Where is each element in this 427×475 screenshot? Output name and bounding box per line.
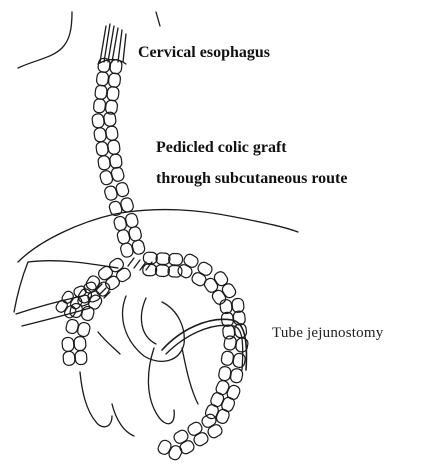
colon-loop-right-haustrum	[215, 408, 231, 425]
colic-graft	[91, 58, 145, 258]
colic-graft-haustrum	[105, 126, 118, 141]
label-tube-jejunostomy: Tube jejunostomy	[272, 325, 383, 342]
colic-graft-haustrum	[116, 229, 130, 245]
colic-graft-haustrum	[120, 242, 134, 258]
colon-loop-left-haustrum	[75, 350, 87, 365]
colon-loop-right-haustrum	[196, 260, 214, 277]
colon-loop-right-haustrum	[155, 265, 169, 277]
colon-loop-left	[62, 256, 133, 365]
label-subcutaneous-route: through subcutaneous route	[156, 170, 347, 188]
colon-loop-right-haustrum	[182, 252, 200, 269]
neck-outline	[18, 12, 72, 68]
colic-graft-haustrum	[91, 113, 104, 128]
colic-graft-haustrum	[107, 86, 120, 101]
colon-loop-right-haustrum	[192, 431, 210, 448]
colon-loop-right-haustrum	[220, 299, 233, 314]
colon-loop-right-haustrum	[230, 368, 244, 384]
colon-loop-right-haustrum	[220, 396, 236, 413]
colon-loop-right-haustrum	[206, 423, 224, 440]
colic-graft-haustrum	[108, 73, 121, 88]
colon-loop-left-haustrum	[62, 337, 74, 352]
chin-mark	[156, 12, 160, 26]
colic-graft-haustrum	[95, 85, 108, 100]
colic-graft-haustrum	[131, 239, 145, 255]
colon-loop-right-haustrum	[167, 444, 183, 461]
colon-loop-right-haustrum	[186, 420, 204, 437]
colon-loop-right-haustrum	[232, 353, 246, 369]
colon-loop-left-haustrum	[74, 336, 86, 351]
colon-loop-left-haustrum	[108, 256, 126, 273]
colic-graft-haustrum	[95, 141, 108, 156]
colon-loop-right-haustrum	[156, 439, 172, 456]
label-cervical-esophagus: Cervical esophagus	[138, 44, 270, 62]
colic-graft-haustrum	[93, 127, 106, 142]
colon-loop-right-haustrum	[212, 270, 229, 288]
colon-loop-right-haustrum	[218, 366, 232, 382]
colon-loop-right-haustrum	[221, 351, 235, 367]
colon-loop-right-haustrum	[220, 282, 237, 300]
colic-graft-haustrum	[110, 59, 123, 74]
colon-loop-right-haustrum	[172, 428, 190, 445]
colic-graft-haustrum	[96, 71, 109, 86]
colic-graft-haustrum	[97, 155, 110, 170]
colon-loop-right-haustrum	[143, 252, 157, 264]
colic-graft-haustrum	[128, 226, 142, 242]
colon-loop-right-haustrum	[202, 276, 219, 294]
colon-loop-right-haustrum	[204, 403, 220, 420]
colon-loop-right-haustrum	[190, 271, 208, 288]
colon-loop-right-haustrum	[214, 379, 230, 396]
colon-loop-right-haustrum	[178, 439, 196, 456]
colon-loop-right	[143, 252, 249, 461]
colon-limb-small-haustrum	[60, 290, 75, 305]
colon-loop-left-haustrum	[63, 351, 75, 366]
label-pedicled-colic-graft: Pedicled colic graft	[156, 139, 287, 157]
colon-loop-right-haustrum	[209, 391, 225, 408]
colon-loop-left-haustrum	[115, 266, 133, 283]
colon-loop-right-haustrum	[168, 253, 182, 265]
colon-loop-right-haustrum	[200, 412, 218, 429]
colic-graft-haustrum	[109, 154, 122, 169]
colon-loop-right-haustrum	[225, 384, 241, 401]
colic-graft-haustrum	[93, 98, 106, 113]
colon-loop-right-haustrum	[210, 288, 227, 306]
colon-loop-right-haustrum	[156, 253, 170, 265]
colic-graft-haustrum	[107, 140, 120, 155]
